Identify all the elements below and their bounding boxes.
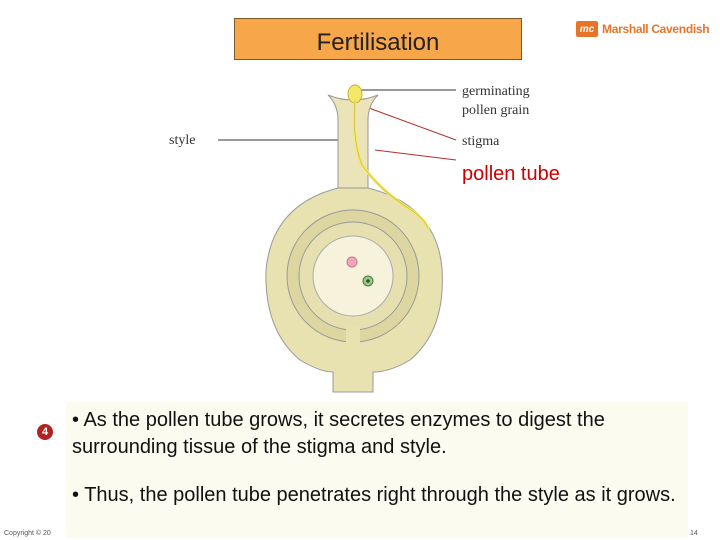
bullet-penetrates: • Thus, the pollen tube penetrates right… (72, 482, 684, 509)
stigma-pointer-line (358, 104, 456, 140)
bullet-enzymes: • As the pollen tube grows, it secretes … (72, 407, 684, 461)
step-badge: 4 (37, 424, 53, 440)
polar-nucleus (347, 257, 357, 267)
style-label: style (169, 131, 195, 150)
germinating-pollen-grain-label: germinating pollen grain (462, 82, 530, 120)
germinating-label-line2: pollen grain (462, 101, 530, 120)
micropyle (346, 326, 360, 346)
copyright-text: Copyright © 20 (4, 530, 51, 537)
page-number: 14 (690, 530, 698, 537)
embryo-sac (313, 236, 393, 316)
germinating-label-line1: germinating (462, 82, 530, 101)
egg-nucleus (366, 279, 370, 283)
pollen-tube-pointer-line (375, 150, 456, 160)
stigma-label: stigma (462, 132, 499, 151)
pollen-tube-label: pollen tube (462, 163, 560, 186)
